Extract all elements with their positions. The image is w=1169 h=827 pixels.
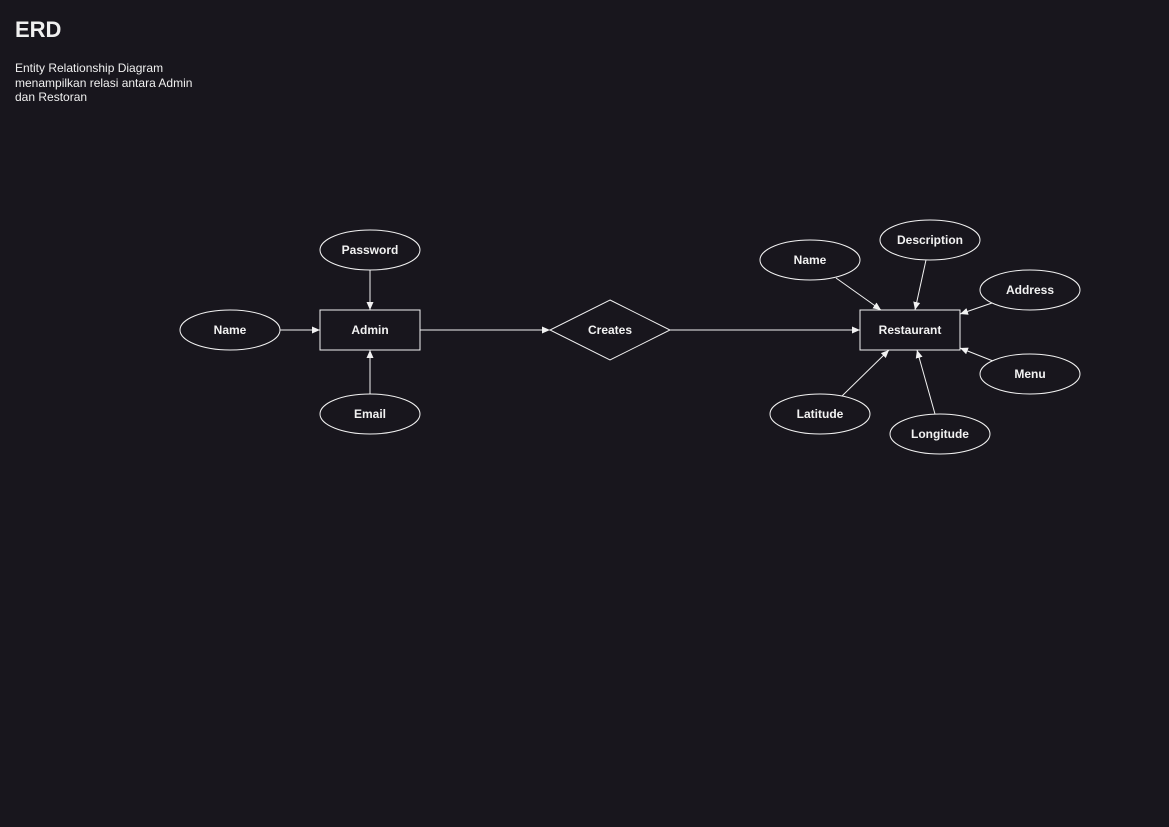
entity-restaurant-label: Restaurant (879, 323, 942, 337)
attribute-admin-name-label: Name (214, 323, 247, 337)
attribute-admin-name[interactable]: Name (179, 309, 281, 351)
edge-rest-latitude-to-restaurant[interactable] (841, 349, 890, 397)
attribute-admin-password-label: Password (342, 243, 399, 257)
attribute-restaurant-description[interactable]: Description (879, 219, 981, 261)
attribute-restaurant-address-label: Address (1006, 283, 1054, 297)
attribute-restaurant-menu[interactable]: Menu (979, 353, 1081, 395)
attribute-admin-password[interactable]: Password (319, 229, 421, 271)
edge-rest-menu-to-restaurant[interactable] (959, 347, 994, 362)
attribute-restaurant-longitude-label: Longitude (911, 427, 969, 441)
attribute-restaurant-address[interactable]: Address (979, 269, 1081, 311)
entity-admin[interactable]: Admin (319, 309, 421, 351)
attribute-restaurant-description-label: Description (897, 233, 963, 247)
edge-rest-longitude-to-restaurant[interactable] (915, 349, 936, 415)
attribute-restaurant-latitude-label: Latitude (797, 407, 844, 421)
page-title: ERD (15, 17, 62, 42)
attribute-admin-email-label: Email (354, 407, 386, 421)
attribute-restaurant-longitude[interactable]: Longitude (889, 413, 991, 455)
attribute-restaurant-latitude[interactable]: Latitude (769, 393, 871, 435)
edge-rest-description-to-restaurant[interactable] (913, 259, 927, 311)
relationship-creates[interactable]: Creates (548, 299, 672, 361)
attribute-restaurant-name-label: Name (794, 253, 827, 267)
entity-admin-label: Admin (351, 323, 388, 337)
relationship-creates-label: Creates (588, 323, 632, 337)
edges (280, 259, 994, 415)
attribute-restaurant-name[interactable]: Name (759, 239, 861, 281)
edge-rest-address-to-restaurant[interactable] (959, 302, 993, 315)
attribute-admin-email[interactable]: Email (319, 393, 421, 435)
attribute-restaurant-menu-label: Menu (1014, 367, 1045, 381)
edge-rest-name-to-restaurant[interactable] (835, 277, 882, 311)
page-description: Entity Relationship Diagram menampilkan … (15, 61, 193, 104)
entity-restaurant[interactable]: Restaurant (859, 309, 961, 351)
